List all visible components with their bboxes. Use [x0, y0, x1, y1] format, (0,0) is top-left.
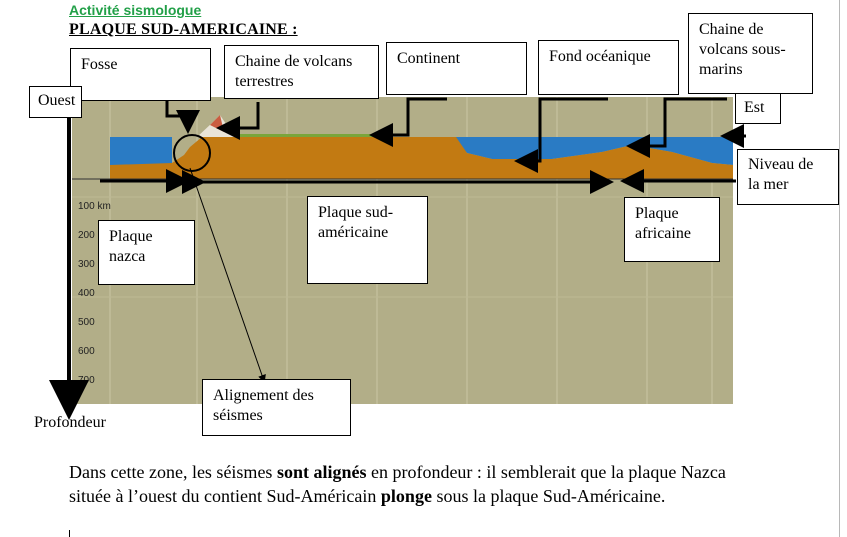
volcans-sous-marins-connector — [626, 97, 727, 158]
label-plaque-sud-americaine: Plaque sud-américaine — [307, 196, 428, 284]
depth-tick-600: 600 — [78, 346, 95, 357]
page-edge — [839, 0, 840, 537]
depth-tick-100: 100 km — [78, 201, 111, 212]
text-cursor — [69, 530, 70, 537]
plate-title: PLAQUE SUD-AMERICAINE : — [69, 21, 298, 38]
volcans-terrestres-connector — [216, 102, 260, 140]
label-chaine-volcans-terrestres: Chaine de volcans terrestres — [224, 45, 379, 99]
paragraph-text-1: Dans cette zone, les séismes — [69, 462, 277, 482]
fosse-connector — [165, 100, 200, 134]
paragraph-text-3: sous la plaque Sud-Américaine. — [431, 486, 666, 506]
label-fond-oceanique: Fond océanique — [538, 40, 679, 95]
continental-crust — [110, 137, 733, 179]
continent-connector — [369, 97, 447, 147]
label-est: Est — [735, 93, 781, 124]
label-profondeur: Profondeur — [34, 414, 106, 431]
depth-tick-500: 500 — [78, 317, 95, 328]
label-fosse: Fosse — [70, 48, 211, 101]
paragraph-bold-2: plonge — [380, 486, 432, 506]
label-plaque-africaine: Plaque africaine — [624, 197, 720, 262]
vegetation-strip — [237, 134, 387, 137]
activity-title: Activité sismologue — [69, 2, 202, 18]
depth-tick-300: 300 — [78, 259, 95, 270]
label-alignement-seismes: Alignement des séismes — [202, 379, 351, 436]
fond-oceanique-connector — [514, 97, 608, 173]
seismic-alignment-line — [189, 167, 266, 383]
label-continent: Continent — [386, 42, 527, 95]
depth-tick-400: 400 — [78, 288, 95, 299]
cross-section-graphic — [72, 97, 733, 404]
depth-tick-200: 200 — [78, 230, 95, 241]
label-niveau-de-la-mer: Niveau de la mer — [737, 149, 839, 205]
ocean-west — [110, 137, 172, 167]
label-plaque-nazca: Plaque nazca — [98, 220, 195, 285]
label-ouest: Ouest — [29, 86, 82, 118]
paragraph-text-2: en profondeur : il semblerait que la pla… — [69, 462, 726, 506]
paragraph-bold-1: sont alignés — [276, 462, 367, 482]
explanation-paragraph: Dans cette zone, les séismes sont aligné… — [69, 460, 769, 508]
label-chaine-volcans-sous-marins: Chaine de volcans sous-marins — [688, 13, 813, 94]
